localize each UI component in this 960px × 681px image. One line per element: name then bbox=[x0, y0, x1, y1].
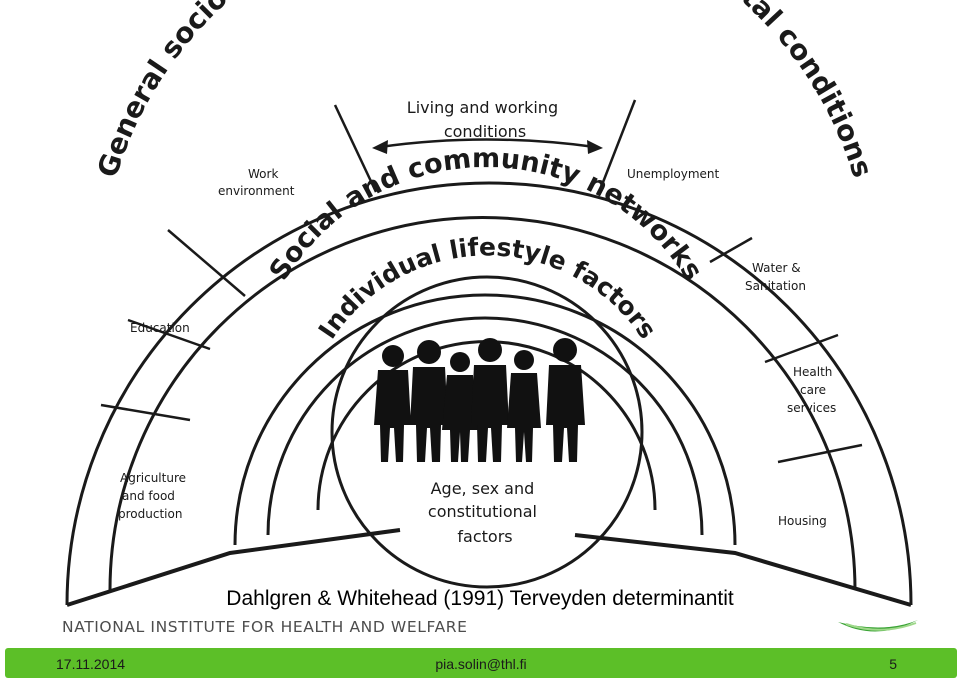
sector-label-housing: Housing bbox=[778, 514, 827, 528]
left-base-line bbox=[66, 528, 401, 607]
sector-label-water-sanitation: Water & Sanitation bbox=[745, 261, 806, 293]
outer-boundary-arc bbox=[65, 181, 913, 606]
core-label: Age, sex and constitutional factors bbox=[428, 479, 542, 546]
sector-band-inner-arc bbox=[233, 293, 737, 546]
footer-date: 17.11.2014 bbox=[56, 656, 126, 672]
sector-label-health-care: Health care services bbox=[787, 365, 836, 415]
divider-line bbox=[598, 99, 637, 191]
sector-label-education: Education bbox=[130, 321, 190, 335]
arrow-head-right bbox=[587, 140, 603, 154]
footer-email: pia.solin@thl.fi bbox=[435, 656, 527, 672]
sector-label-unemployment: Unemployment bbox=[627, 167, 720, 181]
page-number: 5 bbox=[889, 656, 897, 672]
divider-line bbox=[100, 403, 191, 422]
institute-name: NATIONAL INSTITUTE FOR HEALTH AND WELFAR… bbox=[62, 618, 468, 636]
sector-label-work-environment: Work environment bbox=[218, 167, 295, 198]
footer-bar: 17.11.2014 pia.solin@thl.fi 5 bbox=[5, 648, 957, 678]
living-conditions-arrow bbox=[379, 138, 596, 149]
divider-line bbox=[333, 104, 378, 193]
people-silhouettes-icon bbox=[374, 338, 585, 462]
slide-caption: Dahlgren & Whitehead (1991) Terveyden de… bbox=[226, 587, 734, 610]
social-band-inner-arc bbox=[266, 316, 704, 536]
sector-label-agriculture: Agriculture and food production bbox=[118, 471, 190, 521]
living-conditions-label: Living and working conditions bbox=[407, 98, 563, 141]
social-ring-label: Social and community networks bbox=[264, 143, 709, 286]
right-base-line bbox=[574, 533, 912, 607]
divider-line bbox=[709, 236, 753, 264]
divider-line bbox=[167, 229, 246, 297]
thl-logo-swoosh-icon bbox=[838, 620, 918, 632]
divider-line bbox=[777, 443, 863, 464]
core-circle bbox=[330, 275, 644, 589]
arrow-head-left bbox=[372, 140, 388, 154]
divider-line bbox=[127, 318, 211, 351]
divider-line bbox=[764, 333, 839, 364]
